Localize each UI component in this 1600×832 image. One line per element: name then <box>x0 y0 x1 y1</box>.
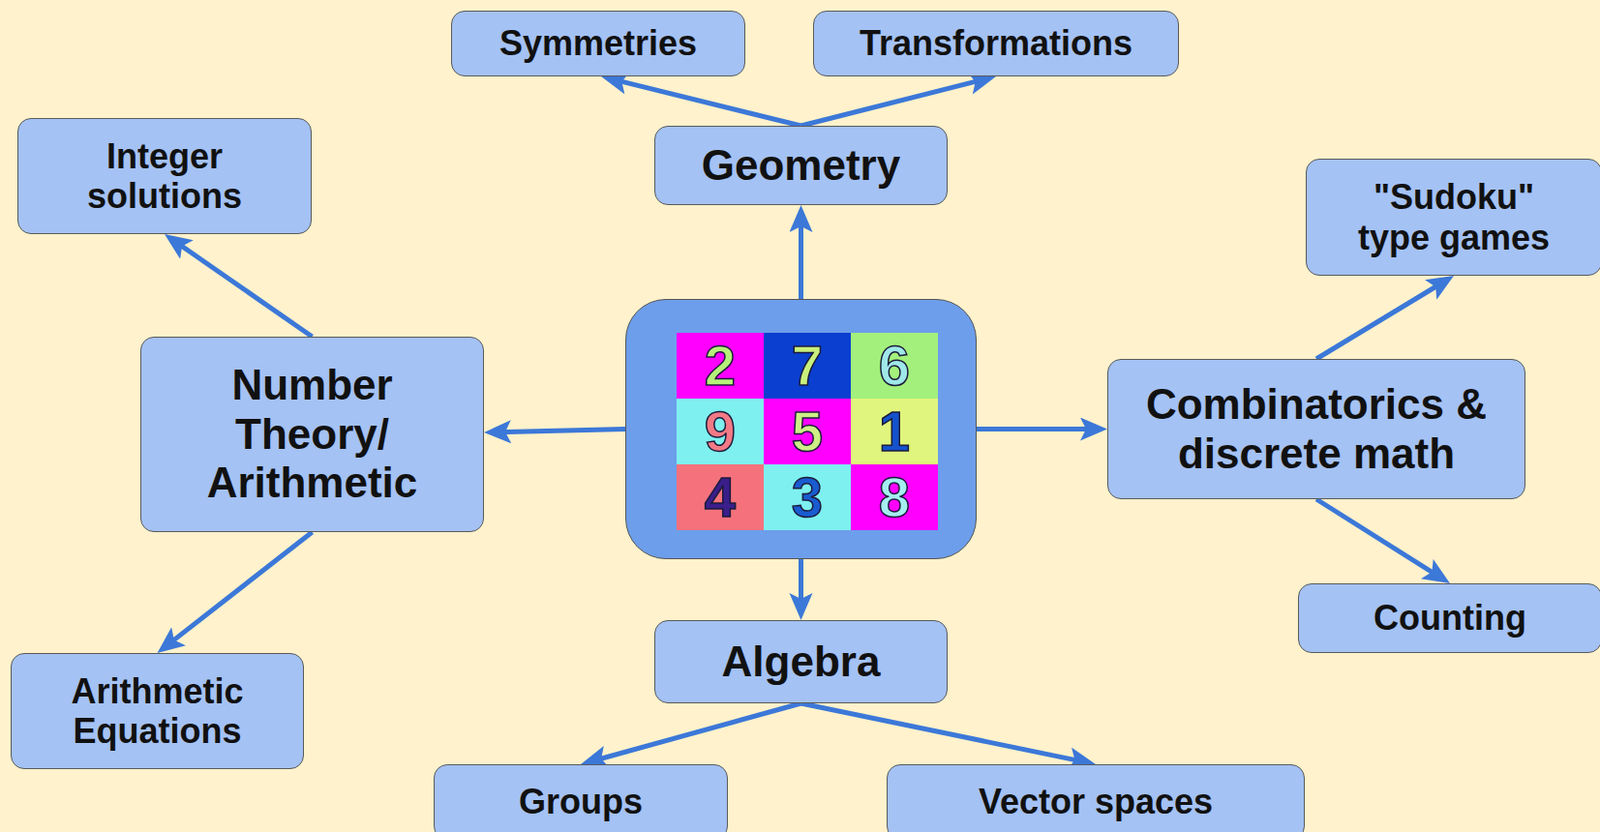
illustration-panel: 276 951 438 <box>625 299 977 560</box>
arrow-connector <box>1316 282 1443 360</box>
arrow-connector <box>801 79 984 126</box>
digit-tile: 7 <box>763 332 851 399</box>
subtopic-box: Transformations <box>813 10 1179 77</box>
subtopic-box: Groups <box>433 764 728 832</box>
topic-label: Vector spaces <box>978 782 1213 822</box>
topic-label: Integer solutions <box>58 136 272 217</box>
digit-label: 1 <box>878 403 910 460</box>
topic-label: Arithmetic Equations <box>60 671 255 753</box>
arrow-connector <box>976 426 1094 432</box>
topic-label: Groups <box>518 782 643 822</box>
digit-label: 6 <box>878 337 910 394</box>
arrow-connector <box>614 79 802 126</box>
arrow-connector <box>175 241 312 337</box>
digit-label: 7 <box>791 337 823 394</box>
arrow-connector <box>798 218 804 300</box>
digit-label: 8 <box>878 469 910 526</box>
digit-tile: 3 <box>763 464 851 531</box>
arrow-connector <box>1316 499 1439 577</box>
topic-label: Combinatorics & discrete math <box>1132 380 1501 479</box>
digit-label: 2 <box>704 337 736 394</box>
subtopic-box: Symmetries <box>451 10 746 77</box>
topic-box: Algebra <box>654 620 948 704</box>
subtopic-box: Vector spaces <box>886 764 1305 832</box>
arrow-connector <box>798 559 804 607</box>
digit-tile: 1 <box>850 398 938 465</box>
digit-label: 3 <box>791 469 823 526</box>
topic-label: Number Theory/ Arithmetic <box>196 361 429 509</box>
arrow-connector <box>801 703 1084 762</box>
digit-label: 4 <box>704 469 736 526</box>
topic-box: Combinatorics & discrete math <box>1107 359 1526 500</box>
topic-box: Geometry <box>654 125 948 206</box>
digit-label: 5 <box>791 403 823 460</box>
topic-label: Geometry <box>701 141 901 191</box>
arrow-connector <box>497 429 626 433</box>
topic-label: Counting <box>1373 598 1527 638</box>
topic-label: Transformations <box>859 23 1133 63</box>
topic-box: Number Theory/ Arithmetic <box>140 336 484 533</box>
digit-tile: 2 <box>676 332 764 399</box>
digit-tile: 5 <box>763 398 851 465</box>
digit-label: 9 <box>704 403 736 460</box>
arrow-connector <box>593 703 801 761</box>
subtopic-box: Arithmetic Equations <box>10 653 304 770</box>
topic-label: Symmetries <box>499 23 697 63</box>
digit-tile: 9 <box>676 398 764 465</box>
subtopic-box: Integer solutions <box>17 118 312 235</box>
arrow-connector <box>168 532 313 645</box>
subtopic-box: "Sudoku" type games <box>1305 158 1600 276</box>
digit-tile: 4 <box>676 464 764 531</box>
digit-tile: 6 <box>850 332 938 399</box>
digit-tile: 8 <box>850 464 938 531</box>
topic-label: Algebra <box>722 637 881 688</box>
topic-label: "Sudoku" type games <box>1337 177 1570 258</box>
subtopic-box: Counting <box>1298 583 1600 654</box>
